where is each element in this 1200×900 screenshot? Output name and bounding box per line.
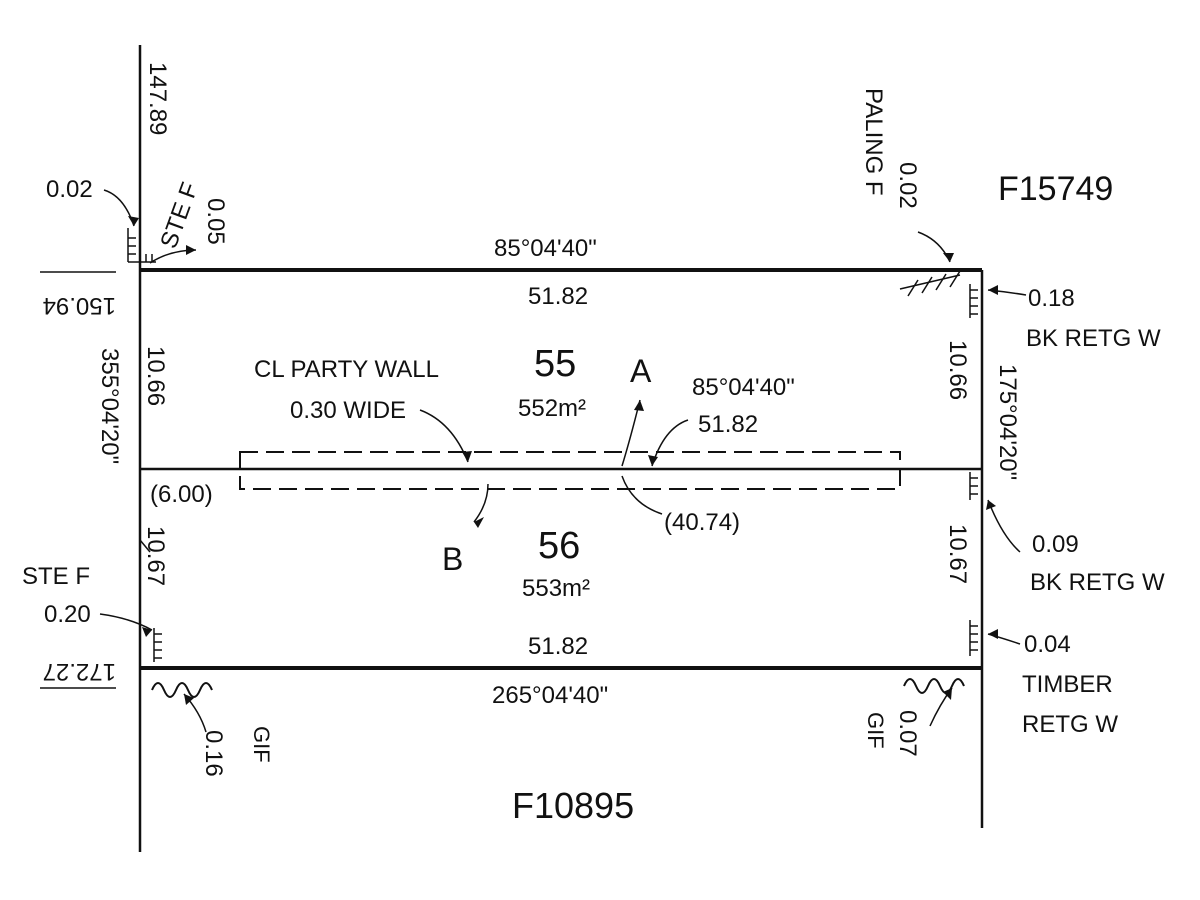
lot-56-number: 56 — [538, 525, 580, 567]
top-right-fence: PALING F — [860, 88, 887, 196]
left-top-bearing: 150.94 — [43, 292, 116, 319]
wall-offset: (6.00) — [150, 481, 213, 508]
bottom-length: 51.82 — [528, 633, 588, 660]
adjoining-northeast-parcel: F15749 — [998, 170, 1113, 208]
right-upper-length: 10.66 — [944, 340, 971, 400]
right-top-wall-hatch — [969, 284, 978, 318]
bottom-left-gif-offset: 0.16 — [200, 730, 227, 777]
left-upper-length: 10.66 — [142, 346, 169, 406]
right-mid-offset: 0.09 — [1032, 531, 1079, 558]
bottom-right-gif-offset: 0.07 — [894, 710, 921, 757]
point-b-label: B — [442, 541, 463, 577]
leader-0-09 — [987, 499, 1021, 553]
bottom-right-gif: GIF — [863, 712, 888, 749]
left-tick-mark — [139, 539, 151, 553]
bottom-left-gif: GIF — [249, 726, 274, 763]
right-top-wall: BK RETG W — [1026, 325, 1161, 352]
bottom-bearing: 265°04'40" — [492, 682, 608, 709]
lot-55-area: 552m² — [518, 395, 586, 422]
right-bottom-wall-line2: RETG W — [1022, 711, 1118, 738]
bottom-left-fence: STE F — [22, 563, 90, 590]
lot-55-number: 55 — [534, 343, 576, 385]
right-mid-wall: BK RETG W — [1030, 569, 1165, 596]
bottom-left-bearing: 172.27 — [43, 658, 116, 685]
bottom-right-gif-symbol — [903, 678, 965, 694]
leader-wall-length — [621, 475, 663, 515]
right-bottom-wall-line1: TIMBER — [1022, 671, 1113, 698]
bottom-left-fence-offset: 0.20 — [44, 601, 91, 628]
leader-point-b — [473, 483, 489, 523]
leader-0-02-right — [917, 231, 951, 263]
party-wall-line2: 0.30 WIDE — [290, 397, 406, 424]
party-wall-line1: CL PARTY WALL — [254, 356, 439, 383]
top-length: 51.82 — [528, 283, 588, 310]
right-bottom-wall-hatch — [969, 620, 978, 656]
left-bearing: 355°04'20" — [96, 348, 123, 464]
bottom-left-fence-hatch — [153, 628, 162, 662]
right-bearing: 175°04'20" — [994, 364, 1021, 480]
top-right-paling-hatch — [899, 270, 961, 297]
adjoining-south-parcel: F10895 — [512, 785, 634, 826]
mid-length: 51.82 — [698, 411, 758, 438]
point-a-label: A — [630, 353, 652, 389]
top-bearing: 85°04'40" — [494, 235, 597, 262]
top-left-fence: STE F — [155, 179, 204, 252]
top-right-fence-offset: 0.02 — [894, 162, 921, 209]
party-wall-outline — [239, 451, 901, 490]
right-lower-length: 10.67 — [944, 524, 971, 584]
wall-length: (40.74) — [664, 509, 740, 536]
left-lower-length: 10.67 — [142, 526, 169, 586]
leader-0-20 — [99, 613, 153, 631]
right-top-offset: 0.18 — [1028, 285, 1075, 312]
leader-mid-length — [651, 419, 689, 467]
right-mid-wall-hatch — [969, 472, 978, 500]
top-left-bearing: 147.89 — [144, 62, 171, 135]
bottom-left-gif-symbol — [151, 682, 213, 698]
mid-bearing: 85°04'40" — [692, 374, 795, 401]
lot-56-area: 553m² — [522, 575, 590, 602]
top-left-fence-offset: 0.05 — [202, 198, 229, 245]
leader-arrowheads — [128, 216, 998, 705]
top-left-offset: 0.02 — [46, 176, 93, 203]
right-bottom-offset: 0.04 — [1024, 631, 1071, 658]
top-left-fence-hatch — [127, 228, 156, 263]
leader-0-02-left — [103, 189, 135, 227]
leader-party-wall — [419, 409, 469, 463]
